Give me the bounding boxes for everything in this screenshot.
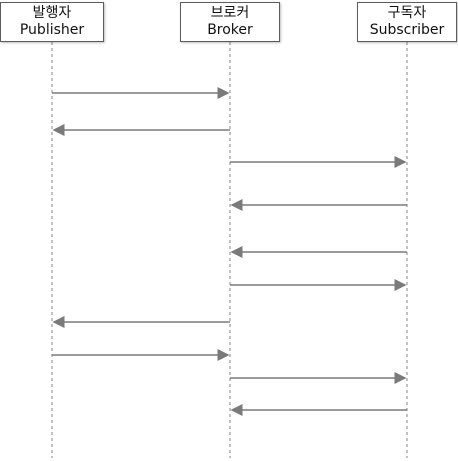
- actor-publisher-name-ko: 발행자: [32, 5, 72, 21]
- actor-subscriber-name-en: Subscriber: [369, 22, 445, 38]
- actor-subscriber: 구독자 Subscriber: [357, 2, 457, 42]
- actor-publisher-name-en: Publisher: [19, 22, 85, 38]
- actor-publisher: 발행자 Publisher: [0, 2, 104, 42]
- actor-broker-name-ko: 브로커: [210, 5, 250, 21]
- actor-broker-name-en: Broker: [207, 22, 253, 38]
- actor-subscriber-name-ko: 구독자: [387, 5, 427, 21]
- actor-broker: 브로커 Broker: [180, 2, 280, 42]
